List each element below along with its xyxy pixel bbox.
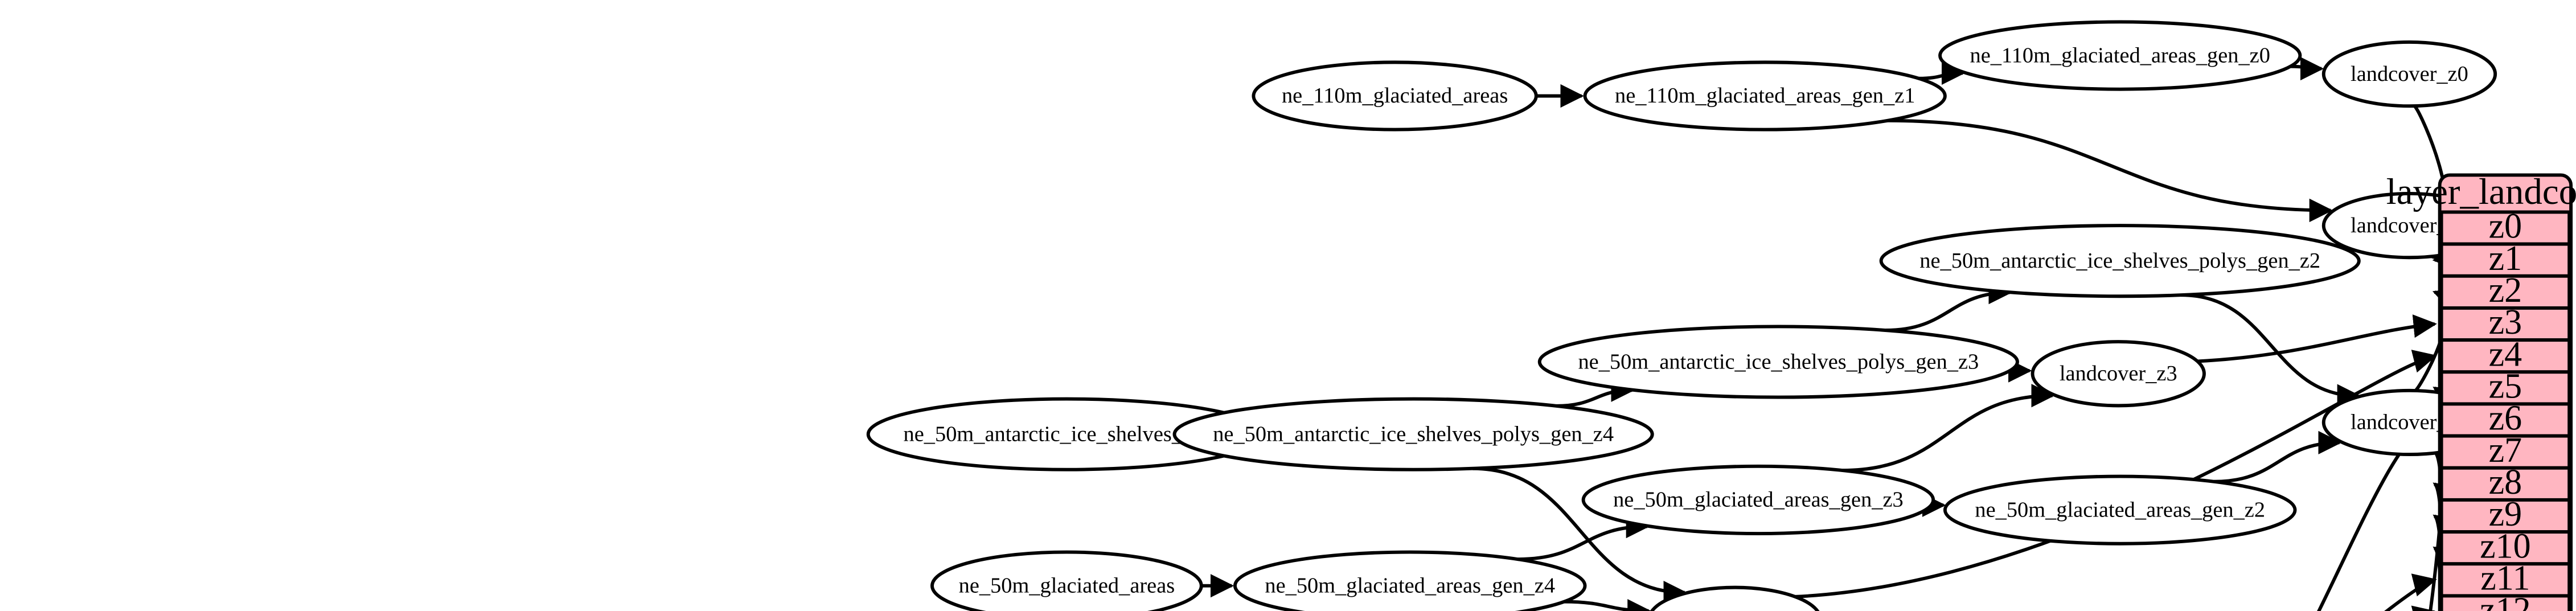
node-shape: [1879, 224, 2361, 298]
node-shape: [1938, 20, 2302, 91]
graph-edge-ne_50m_antarctic_ice_shelves_polys_gen_z3--to--ne_50m_antarctic_ice_shelves_polys_gen_z2: [1885, 281, 2012, 332]
graph-edge-ne_50m_glaciated_areas_gen_z2--to--landcover_z2: [2214, 430, 2342, 483]
graph-node-ne_110m_glaciated_areas_gen_z1[interactable]: ne_110m_glaciated_areas_gen_z1: [1583, 60, 1947, 132]
node-shape: [1172, 397, 1654, 471]
node-shape: [1233, 550, 1587, 611]
node-shape: [2031, 340, 2206, 408]
layer-table-row-z5[interactable]: [2439, 370, 2571, 406]
graph-edge-ne_110m_glaciated_areas_gen_z1--to--landcover_z1: [1888, 118, 2333, 223]
graph-node-landcover_z4[interactable]: landcover_z4: [1649, 585, 1820, 611]
graph-node-ne_50m_glaciated_areas_gen_z2[interactable]: ne_50m_glaciated_areas_gen_z2: [1943, 474, 2297, 546]
graph-edge-ne_50m_glaciated_areas_gen_z4--to--landcover_z4: [1564, 599, 1651, 611]
node-label: ne_50m_glaciated_areas_gen_z4: [1265, 573, 1555, 597]
node-label: ne_110m_glaciated_areas: [1282, 84, 1508, 108]
node-label: ne_50m_antarctic_ice_shelves_polys_gen_z…: [1213, 422, 1614, 446]
layer-table-cell-label: z9: [2489, 495, 2522, 534]
layer-table-row-z12[interactable]: [2439, 594, 2571, 611]
graph-edge-ne_50m_antarctic_ice_shelves_polys_gen_z4--to--ne_50m_antarctic_ice_shelves_polys_gen_z3: [1556, 378, 1635, 408]
layer-table-row-z8[interactable]: [2439, 466, 2571, 502]
layer-table-cell-label: z11: [2480, 559, 2530, 598]
graph-edge-ne_50m_antarctic_ice_shelves_polys_gen_z2--to--landcover_z2: [2181, 293, 2361, 408]
graph-edge-ne_110m_glaciated_areas_gen_z0--to--landcover_z0: [2290, 56, 2324, 81]
graph-edge-ne_110m_glaciated_areas_gen_z1--to--ne_110m_glaciated_areas_gen_z0: [1918, 61, 1966, 85]
node-label: ne_50m_glaciated_areas_gen_z2: [1975, 498, 2265, 522]
layer-table-cell-label: z2: [2489, 271, 2522, 310]
graph-node-ne_50m_antarctic_ice_shelves_polys_gen_z3[interactable]: ne_50m_antarctic_ice_shelves_polys_gen_z…: [1537, 325, 2019, 399]
layer-table-row-z11[interactable]: [2439, 562, 2571, 598]
node-label: ne_50m_glaciated_areas: [959, 573, 1175, 597]
layer-table-cell-label: z4: [2489, 335, 2522, 374]
graph-node-ne_50m_glaciated_areas[interactable]: ne_50m_glaciated_areas: [930, 550, 1203, 611]
graph-edge-landcover_z3--to--layer_landcover_z3: [2197, 314, 2437, 363]
node-label: ne_110m_glaciated_areas_gen_z0: [1970, 43, 2270, 67]
layer-table-cell-label: z0: [2489, 207, 2522, 246]
node-shape: [1650, 585, 1820, 611]
graph-node-ne_50m_glaciated_areas_gen_z3[interactable]: ne_50m_glaciated_areas_gen_z3: [1581, 464, 1935, 535]
layer-table-row-z4[interactable]: [2439, 338, 2571, 374]
graph-edge-ne_50m_glaciated_areas_gen_z4--to--ne_50m_glaciated_areas_gen_z3: [1517, 514, 1650, 561]
graph-node-landcover_z3[interactable]: landcover_z3: [2031, 340, 2206, 408]
layer-table-title: layer_landcover: [2386, 171, 2576, 212]
node-shape: [1581, 464, 1935, 535]
node-shape: [2321, 40, 2497, 108]
graph-edge-ne_50m_glaciated_areas_gen_z3--to--landcover_z3: [1842, 384, 2055, 473]
layer-table-cell-label: z1: [2489, 239, 2522, 278]
node-shape: [1943, 474, 2297, 546]
graph-node-ne_110m_glaciated_areas_gen_z0[interactable]: ne_110m_glaciated_areas_gen_z0: [1938, 20, 2302, 91]
graph-node-ne_110m_glaciated_areas[interactable]: ne_110m_glaciated_areas: [1252, 60, 1538, 132]
node-label: landcover_z4: [1676, 608, 1794, 611]
layer-table-cell-label: z7: [2489, 431, 2522, 470]
node-label: ne_50m_glaciated_areas_gen_z3: [1613, 488, 1904, 512]
graph-node-ne_50m_antarctic_ice_shelves_polys_gen_z2[interactable]: ne_50m_antarctic_ice_shelves_polys_gen_z…: [1879, 224, 2361, 298]
node-label: ne_50m_antarctic_ice_shelves_polys_gen_z…: [1578, 350, 1979, 374]
node-label: ne_50m_antarctic_ice_shelves_polys_gen_z…: [1919, 249, 2320, 273]
layer-landcover-table[interactable]: layer_landcoverz0z1z2z3z4z5z6z7z8z9z10z1…: [2386, 171, 2576, 611]
graph-edge-ne_50m_antarctic_ice_shelves_polys_gen_z4--to--landcover_z4: [1472, 466, 1687, 605]
node-label: ne_110m_glaciated_areas_gen_z1: [1615, 84, 1915, 108]
graph-edge-osm_landcover_gen_z7--to--layer_landcover_z7: [2433, 450, 2459, 611]
layer-table-cell-label: z12: [2480, 591, 2531, 611]
graph-edge-osm_landcover_gen_z10--to--layer_landcover_z10: [2433, 546, 2459, 611]
layer-table-row-z9[interactable]: [2439, 498, 2571, 534]
layer-table-cell-label: z8: [2489, 463, 2522, 502]
node-shape: [1583, 60, 1947, 132]
node-shape: [1537, 325, 2019, 399]
layer-table-cell-label: z5: [2489, 367, 2522, 406]
graph-node-ne_50m_antarctic_ice_shelves_polys_gen_z4[interactable]: ne_50m_antarctic_ice_shelves_polys_gen_z…: [1172, 397, 1654, 471]
layer-table-cell-label: z10: [2480, 527, 2531, 565]
graph-node-ne_50m_glaciated_areas_gen_z4[interactable]: ne_50m_glaciated_areas_gen_z4: [1233, 550, 1587, 611]
node-shape: [930, 550, 1203, 611]
node-label: landcover_z0: [2351, 62, 2468, 86]
graph-edge-landcover_z4--to--layer_landcover_z4: [1795, 350, 2437, 598]
graph-node-ne_50m_antarctic_ice_shelves_polys[interactable]: ne_50m_antarctic_ice_shelves_polys: [866, 397, 1268, 471]
graph-node-landcover_z0[interactable]: landcover_z0: [2321, 40, 2497, 108]
nodes-layer: imposm3osm_landcover_polygonsimplify_vw_…: [866, 20, 2497, 611]
layer-table-cell-label: z6: [2489, 399, 2522, 438]
layer-table-cell-label: z3: [2489, 303, 2522, 342]
node-shape: [1252, 60, 1538, 132]
node-label: landcover_z3: [2060, 362, 2177, 386]
